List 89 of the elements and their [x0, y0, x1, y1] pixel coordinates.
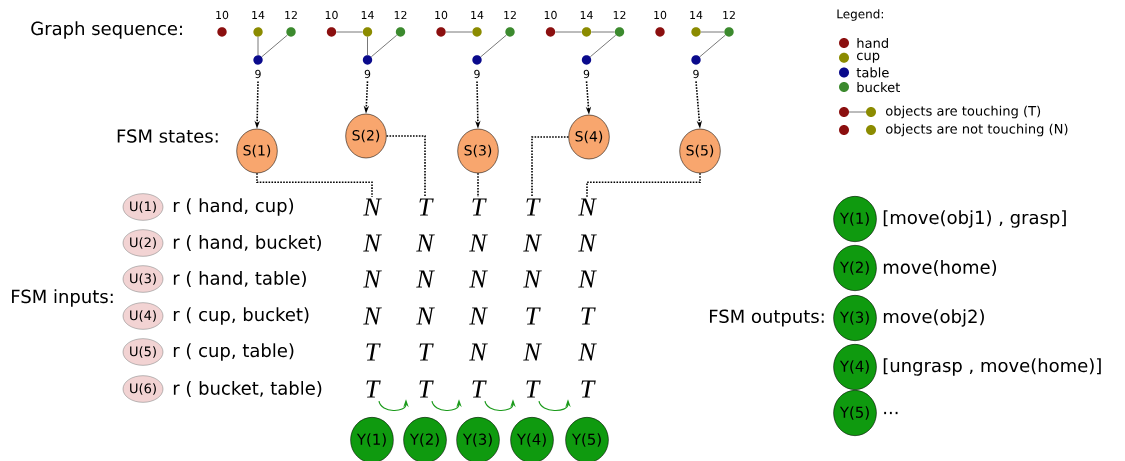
vertex-number: 12: [723, 10, 735, 20]
relation-value: N: [469, 234, 488, 252]
section-label: FSM states:: [117, 129, 218, 143]
graph-edge: [257, 36, 259, 56]
graph-edge: [591, 31, 615, 33]
relation-value: T: [472, 380, 487, 398]
relation-value: N: [578, 343, 597, 361]
relation-value: T: [419, 198, 434, 216]
vertex-number: 14: [361, 11, 374, 19]
relation-value: N: [578, 234, 597, 252]
legend-text: hand: [857, 37, 888, 49]
relation-value: N: [363, 198, 382, 216]
vertex-number: 12: [504, 10, 516, 20]
vertex-number: 10: [216, 10, 229, 20]
relation-value: T: [581, 307, 596, 325]
relation-value: N: [469, 270, 488, 288]
vertex-number: 9: [474, 69, 480, 79]
dotted-connector: [477, 172, 479, 198]
relation-value: T: [526, 198, 541, 216]
graph-edge: [590, 34, 616, 58]
vertex-number: 9: [583, 69, 590, 79]
output-action: [move(obj1) , grasp]: [883, 210, 1066, 228]
vertex-number: 14: [252, 11, 265, 19]
relation-value: N: [469, 343, 488, 361]
output-action: ...: [884, 411, 898, 415]
relation-label: r ( hand, table): [173, 271, 306, 288]
section-label: FSM outputs:: [710, 309, 824, 327]
relation-value: N: [523, 270, 542, 288]
graph-edge: [555, 31, 582, 33]
relation-value: N: [578, 198, 597, 216]
dotted-connector: [256, 172, 373, 198]
relation-value: N: [578, 270, 597, 288]
vertex-number: 14: [580, 11, 593, 19]
legend-text: bucket: [857, 82, 900, 93]
relation-value: N: [416, 234, 435, 252]
relation-value: T: [366, 343, 381, 361]
relation-value: T: [526, 380, 541, 398]
legend-text: objects are not touching (N): [886, 123, 1068, 137]
relation-label: r ( cup, table): [173, 343, 294, 361]
output-action: move(home): [883, 260, 997, 277]
relation-label: r ( hand, cup): [173, 198, 294, 216]
relation-value: N: [416, 270, 435, 288]
relation-label: r ( cup, bucket): [173, 307, 309, 325]
relation-value: N: [469, 307, 488, 325]
legend-text: table: [856, 67, 889, 78]
dotted-connector: [586, 172, 701, 198]
vertex-number: 10: [654, 10, 667, 20]
vertex-number: 9: [364, 69, 371, 79]
graph-edge: [700, 31, 725, 33]
relation-value: T: [419, 380, 434, 398]
relation-value: T: [526, 307, 541, 325]
vertex-number: 10: [544, 10, 557, 20]
relation-label: r ( hand, bucket): [173, 235, 321, 252]
vertex-number: 12: [613, 10, 626, 20]
vertex-number: 9: [693, 69, 699, 79]
graph-edge: [261, 34, 288, 58]
legend-text: cup: [857, 52, 880, 63]
output-action: move(obj2): [883, 309, 984, 327]
vertex-number: 14: [471, 11, 484, 19]
section-label: Graph sequence:: [31, 21, 182, 39]
graph-edge: [445, 31, 473, 33]
relation-value: N: [363, 234, 382, 252]
vertex-number: 10: [325, 10, 338, 20]
relation-value: T: [581, 380, 596, 398]
graph-edge: [480, 34, 507, 58]
legend-text: objects are touching (T): [886, 105, 1041, 119]
dotted-connector: [385, 135, 426, 198]
section-label: FSM inputs:: [12, 289, 113, 307]
vertex-number: 10: [435, 10, 448, 20]
relation-value: N: [416, 307, 435, 325]
relation-value: N: [523, 343, 542, 361]
output-action: [ungrasp , move(home)]: [883, 358, 1101, 376]
relation-value: N: [523, 234, 542, 252]
relation-label: r ( bucket, table): [173, 381, 322, 398]
vertex-number: 12: [285, 10, 297, 20]
vertex-number: 9: [255, 69, 261, 79]
graph-edge: [367, 36, 368, 56]
graph-edge: [371, 34, 397, 58]
dotted-connector: [531, 136, 570, 198]
relation-value: N: [363, 270, 382, 288]
relation-value: T: [472, 198, 487, 216]
graph-edge: [699, 34, 726, 58]
relation-value: T: [366, 380, 381, 398]
graph-edge: [336, 31, 363, 33]
vertex-number: 14: [690, 11, 703, 19]
vertex-number: 12: [394, 10, 407, 20]
legend-title: Legend:: [837, 9, 883, 21]
relation-value: N: [363, 307, 382, 325]
relation-value: T: [419, 343, 434, 361]
